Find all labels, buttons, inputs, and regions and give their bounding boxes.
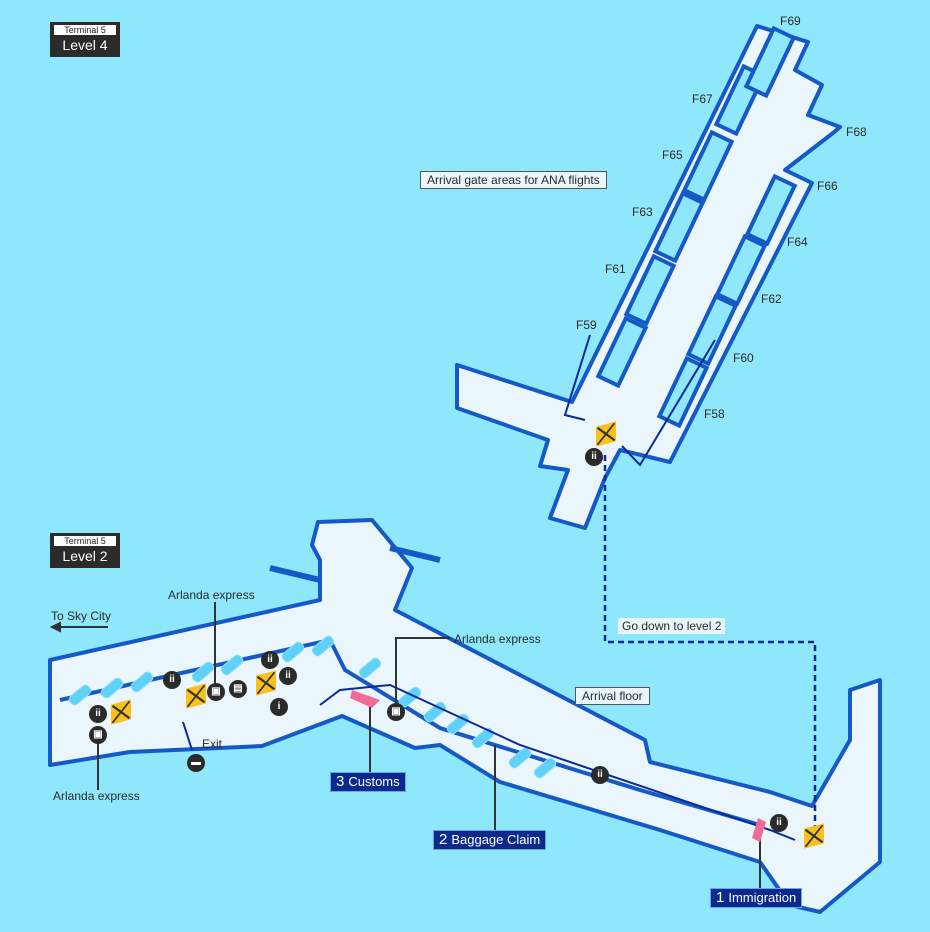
gate-holdroom [743, 25, 797, 99]
gate-label: F61 [605, 262, 626, 276]
baggage-belt [423, 701, 447, 723]
gate-label: F60 [733, 351, 754, 365]
gate-label: F68 [846, 125, 867, 139]
terminal-label: Terminal 5 [54, 536, 116, 546]
restroom-icon: ii [279, 667, 297, 685]
gate-label: F59 [576, 318, 597, 332]
info-icon: i [270, 698, 288, 716]
level2-badge: Terminal 5 Level 2 [50, 533, 120, 568]
baggage-belt [358, 657, 382, 679]
train-icon: ▣ [207, 683, 225, 701]
restroom-icon: ii [163, 671, 181, 689]
gate-label: F66 [817, 179, 838, 193]
restroom-icon: ii [591, 766, 609, 784]
gate-holdroom [714, 233, 768, 307]
baggage-belt [281, 641, 305, 663]
route-l4-left [563, 334, 591, 421]
restroom-icon: ii [261, 651, 279, 669]
atm-icon: ▤ [229, 680, 247, 698]
baggage-belt [68, 684, 92, 706]
route-dashed [603, 455, 817, 830]
gate-holdroom [685, 293, 739, 367]
gate-holdroom [595, 315, 649, 389]
gate-label: F62 [761, 292, 782, 306]
gate-area-label: Arrival gate areas for ANA flights [420, 171, 607, 189]
arlanda-express-label: Arlanda express [53, 789, 140, 803]
arlanda-express-label: Arlanda express [454, 632, 541, 646]
leader-lines [49, 602, 761, 888]
baggage-belt [311, 635, 335, 657]
customs-booth [350, 690, 380, 708]
gate-label: F58 [704, 407, 725, 421]
gate-label: F65 [662, 148, 683, 162]
baggage-belt [533, 757, 557, 779]
baggage-belt [220, 654, 244, 676]
restroom-icon: ii [770, 814, 788, 832]
level2-inner-wall [59, 637, 761, 827]
gate-label: F63 [632, 205, 653, 219]
gate-holdroom [681, 129, 735, 203]
gate-holdroom [652, 190, 706, 264]
go-down-label: Go down to level 2 [618, 618, 726, 634]
route-l4-right [621, 339, 716, 467]
baggage-belt [100, 677, 124, 699]
taxi-icon: ▬ [187, 754, 205, 772]
restroom-icon: ii [585, 448, 603, 466]
arlanda-express-label: Arlanda express [168, 588, 255, 602]
arrival-floor-label: Arrival floor [575, 687, 650, 705]
exit-arrow [182, 721, 193, 751]
exit-label: Exit [202, 737, 223, 751]
gate-label: F69 [780, 14, 801, 28]
baggage-belt [508, 747, 532, 769]
train-icon: ▣ [387, 703, 405, 721]
baggage-belt [471, 727, 495, 749]
level-label: Level 4 [62, 37, 108, 53]
to-sky-city-label: To Sky City [51, 609, 112, 623]
level4-badge: Terminal 5 Level 4 [50, 22, 120, 57]
baggage-belt [191, 661, 215, 683]
level-label: Level 2 [62, 548, 108, 564]
gate-label: F64 [787, 235, 808, 249]
immigration-booth [752, 818, 766, 842]
terminal-label: Terminal 5 [54, 25, 116, 35]
baggage-belt [130, 671, 154, 693]
restroom-icon: ii [89, 705, 107, 723]
gate-label: F67 [692, 92, 713, 106]
route-l2 [319, 683, 796, 841]
gate-holdroom [744, 173, 798, 247]
gate-holdroom [623, 253, 677, 327]
train-icon: ▣ [89, 726, 107, 744]
